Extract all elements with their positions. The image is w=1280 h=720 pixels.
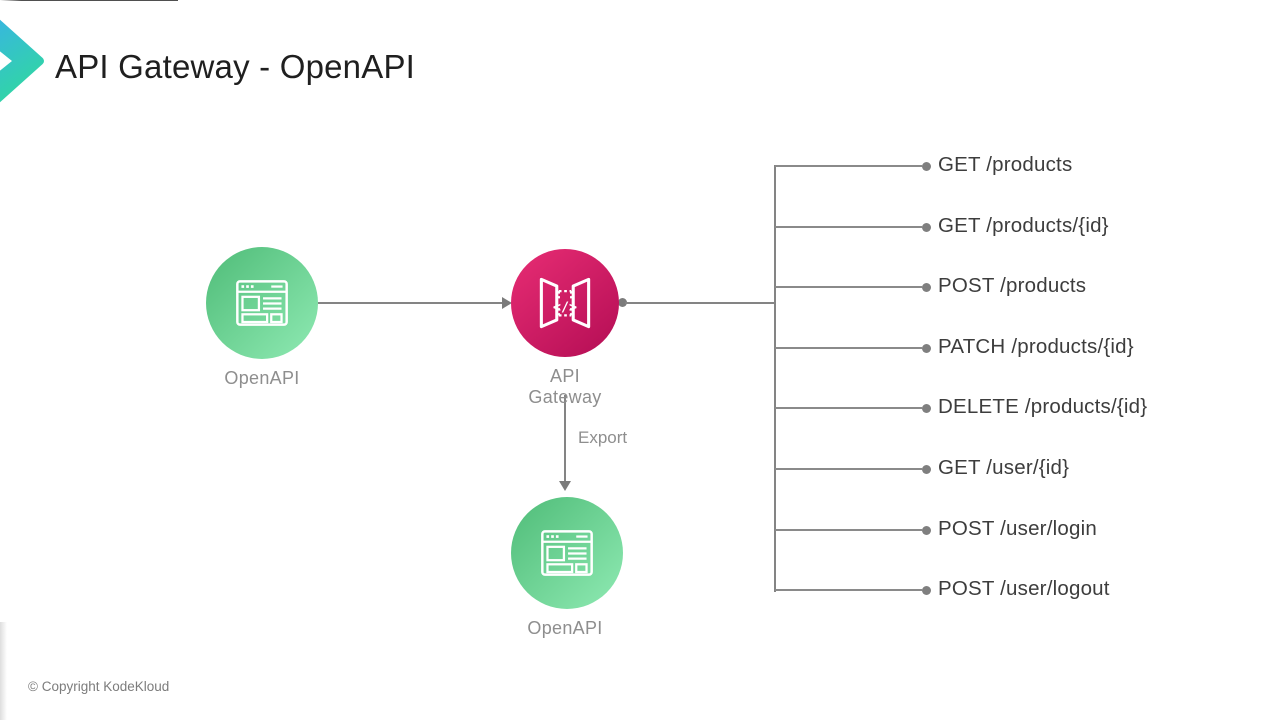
export-label: Export <box>578 428 628 447</box>
endpoint-label: GET /user/{id} <box>938 456 1070 480</box>
branch-dot <box>922 464 931 474</box>
export-arrow-line <box>564 395 566 481</box>
node-label: OpenAPI <box>527 618 603 638</box>
browser-window-icon <box>236 280 288 326</box>
code-glyph: </> <box>553 301 577 316</box>
endpoint-label: GET /products/{id} <box>938 214 1109 238</box>
endpoint-label: GET /products <box>938 153 1073 177</box>
branch-dot <box>922 282 931 292</box>
node-label: API Gateway <box>528 366 602 407</box>
openapi-source-circle <box>206 247 318 359</box>
kodekloud-logo-icon <box>0 19 44 103</box>
api-gateway-circle: </> <box>511 249 619 357</box>
api-gateway-icon: </> <box>539 277 591 329</box>
gateway-output-dot <box>618 298 627 307</box>
branch-line <box>775 286 922 288</box>
browser-window-icon <box>541 530 593 576</box>
endpoint-label: POST /products <box>938 274 1087 298</box>
endpoint-label: PATCH /products/{id} <box>938 335 1134 359</box>
page-title: API Gateway - OpenAPI <box>55 48 416 85</box>
branch-line <box>775 347 922 349</box>
branch-line <box>775 226 922 228</box>
logo-chevron-shape <box>0 19 44 103</box>
openapi-exported-circle <box>511 497 623 609</box>
endpoint-label: DELETE /products/{id} <box>938 395 1148 419</box>
endpoint-trunk-line <box>774 165 776 592</box>
branch-dot <box>922 403 931 413</box>
page-edge-shading <box>0 622 7 720</box>
branch-dot <box>922 222 931 232</box>
node-label: OpenAPI <box>224 368 300 388</box>
endpoint-label: POST /user/logout <box>938 577 1110 601</box>
node-openapi-exported: OpenAPI <box>511 497 623 639</box>
branch-line <box>775 165 922 167</box>
branch-line <box>775 529 922 531</box>
connector-gateway-to-trunk <box>625 302 776 304</box>
connector-openapi-to-gateway <box>318 302 502 304</box>
branch-line <box>775 589 922 591</box>
branch-dot <box>922 161 931 171</box>
logo-chevron-notch <box>0 51 12 71</box>
arrowhead-down-icon <box>559 481 571 491</box>
connector-left-to-exported-openapi <box>0 0 178 1</box>
node-openapi-source: OpenAPI <box>206 247 318 389</box>
copyright-text: © Copyright KodeKloud <box>28 679 170 694</box>
branch-dot <box>922 525 931 535</box>
branch-dot <box>922 585 931 595</box>
node-api-gateway: </> API Gateway <box>511 249 619 408</box>
arrowhead-right-icon <box>502 297 512 309</box>
branch-line <box>775 407 922 409</box>
endpoint-label: POST /user/login <box>938 517 1097 541</box>
branch-dot <box>922 343 931 353</box>
branch-line <box>775 468 922 470</box>
